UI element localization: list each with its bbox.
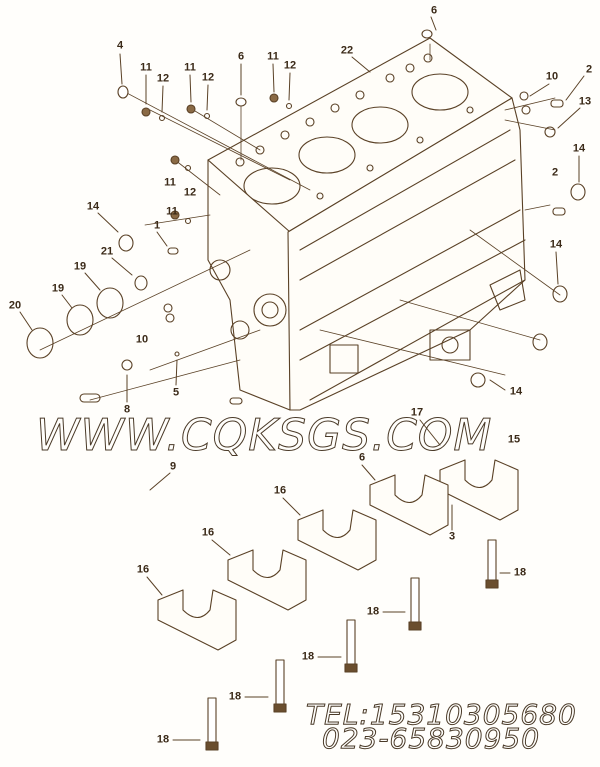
callout-2: 2 [585, 63, 593, 76]
callout-16: 16 [273, 484, 287, 497]
callout-18: 18 [156, 733, 170, 746]
callout-6: 6 [430, 4, 438, 17]
watermark-phone: 023-65830950 [321, 722, 541, 756]
callout-12: 12 [183, 186, 197, 199]
callout-14: 14 [86, 200, 100, 213]
callout-14: 14 [549, 238, 563, 251]
callout-12: 12 [156, 72, 170, 85]
callout-14: 14 [509, 385, 523, 398]
callout-11: 11 [166, 205, 178, 218]
callout-16: 16 [136, 563, 150, 576]
callout-21: 21 [100, 245, 114, 258]
callout-4: 4 [116, 39, 124, 52]
callout-19: 19 [51, 282, 65, 295]
plugs-and-washers [26, 29, 586, 405]
callout-12: 12 [283, 59, 297, 72]
callout-11: 11 [184, 61, 196, 74]
callout-13: 13 [578, 95, 592, 108]
callout-11: 11 [164, 176, 176, 189]
callout-11: 11 [140, 61, 152, 74]
callout-6: 6 [358, 451, 366, 464]
watermark-tel: TEL:15310305680 [306, 698, 577, 732]
callout-12: 12 [201, 71, 215, 84]
callout-10: 10 [135, 333, 149, 346]
callout-6: 6 [237, 50, 245, 63]
callout-18: 18 [228, 690, 242, 703]
callout-18: 18 [301, 650, 315, 663]
callout-15: 15 [507, 433, 521, 446]
callout-20: 20 [8, 299, 22, 312]
callout-14: 14 [572, 142, 586, 155]
callout-1: 1 [153, 219, 161, 232]
callout-16: 16 [201, 526, 215, 539]
callout-9: 9 [169, 460, 177, 473]
callout-5: 5 [172, 386, 180, 399]
callout-3: 3 [448, 530, 456, 543]
callout-arrows [19, 16, 585, 741]
callout-10: 10 [545, 70, 559, 83]
callout-19: 19 [73, 260, 87, 273]
watermark-site: WWW.CQKSGS.COM [35, 410, 493, 462]
callout-22: 22 [340, 44, 354, 57]
main-bearing-bolts [205, 539, 499, 751]
cylinder-block [207, 37, 526, 411]
main-bearing-caps [157, 459, 519, 651]
callout-18: 18 [366, 605, 380, 618]
callout-11: 11 [267, 50, 279, 63]
callout-8: 8 [123, 403, 131, 416]
callout-18: 18 [513, 566, 527, 579]
callout-17: 17 [410, 406, 424, 419]
callout-2: 2 [551, 166, 559, 179]
